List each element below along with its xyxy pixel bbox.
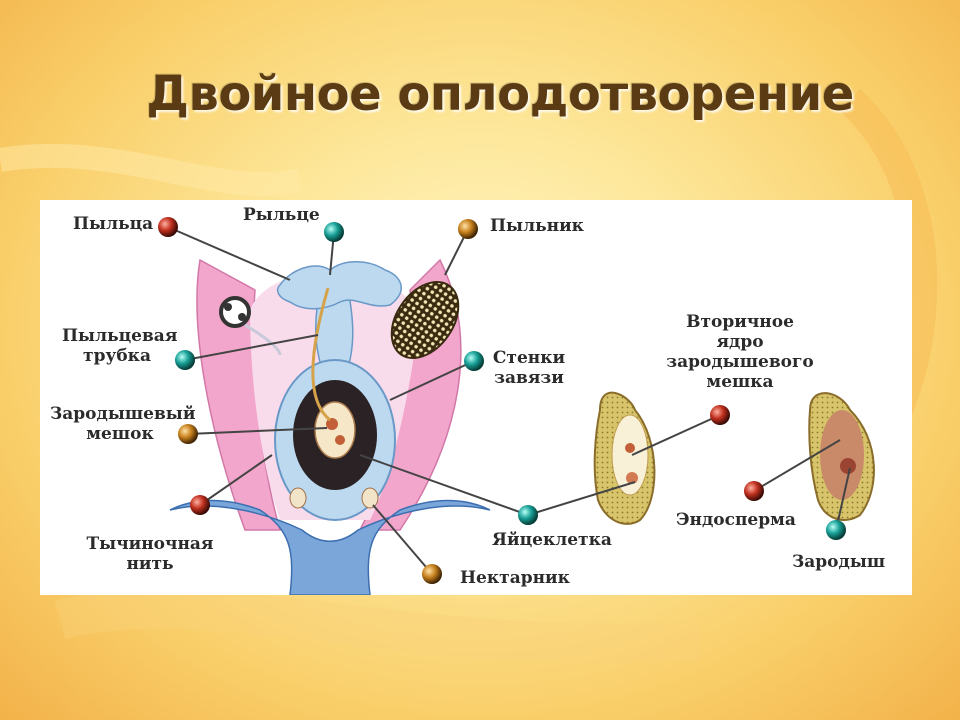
label-secondary-nucleus-line2: ядро (716, 332, 764, 352)
label-nectary: Нектарник (460, 568, 570, 588)
label-pollen: Пыльца (73, 214, 154, 234)
page-title: Двойное оплодотворение (146, 66, 854, 122)
marker-egg-cell (518, 505, 538, 525)
label-egg-cell: Яйцеклетка (492, 530, 612, 550)
nectary-left (289, 487, 307, 509)
label-anther: Пыльник (490, 216, 584, 236)
label-embryo-sac-line1: Зародышевый (50, 404, 196, 424)
pollen-tube (311, 287, 331, 422)
label-stigma: Рыльце (243, 205, 320, 225)
marker-filament (190, 495, 210, 515)
label-secondary-nucleus-line4: мешка (706, 372, 774, 392)
label-embryo: Зародыш (792, 552, 886, 572)
nectary-right (361, 487, 379, 509)
seed-2 (808, 392, 875, 521)
label-pollen-tube: Пыльцевая трубка (62, 326, 178, 366)
marker-pollen-tube (175, 350, 195, 370)
marker-endosperm (744, 481, 764, 501)
marker-nectary (422, 564, 442, 584)
anther (390, 281, 460, 359)
marker-embryo (826, 520, 846, 540)
label-pollen-tube-line1: Пыльцевая (62, 326, 178, 346)
marker-ovary-wall (464, 351, 484, 371)
seed-1 (593, 391, 656, 525)
label-secondary-nucleus-line3: зародышевого (666, 352, 814, 372)
label-filament-line2: нить (126, 554, 174, 574)
label-filament-line1: Тычиночная (86, 534, 214, 554)
marker-stigma (324, 222, 344, 242)
marker-pollen (158, 217, 178, 237)
label-ovary-wall-line2: завязи (494, 368, 564, 388)
label-embryo-sac-line2: мешок (86, 424, 154, 444)
marker-secondary-nucleus (710, 405, 730, 425)
stem (169, 499, 491, 595)
label-ovary-wall-line1: Стенки (492, 348, 566, 368)
pollen-grain (219, 296, 251, 328)
diagram-panel: Пыльца Рыльце Пыльник Пыльцевая трубка С… (40, 200, 912, 595)
label-secondary-nucleus: Вторичное ядро зародышевого мешка (650, 312, 830, 392)
leader-lines (167, 226, 851, 575)
label-pollen-tube-line2: трубка (83, 346, 151, 366)
label-ovary-wall: Стенки завязи (488, 348, 570, 388)
label-secondary-nucleus-line1: Вторичное (686, 312, 794, 332)
label-endosperm: Эндосперма (676, 510, 796, 530)
marker-anther (458, 219, 478, 239)
marker-embryo-sac (178, 424, 198, 444)
label-filament: Тычиночная нить (80, 534, 220, 574)
stigma (277, 261, 402, 310)
flower-diagram (158, 217, 875, 595)
label-embryo-sac: Зародышевый мешок (50, 404, 196, 444)
